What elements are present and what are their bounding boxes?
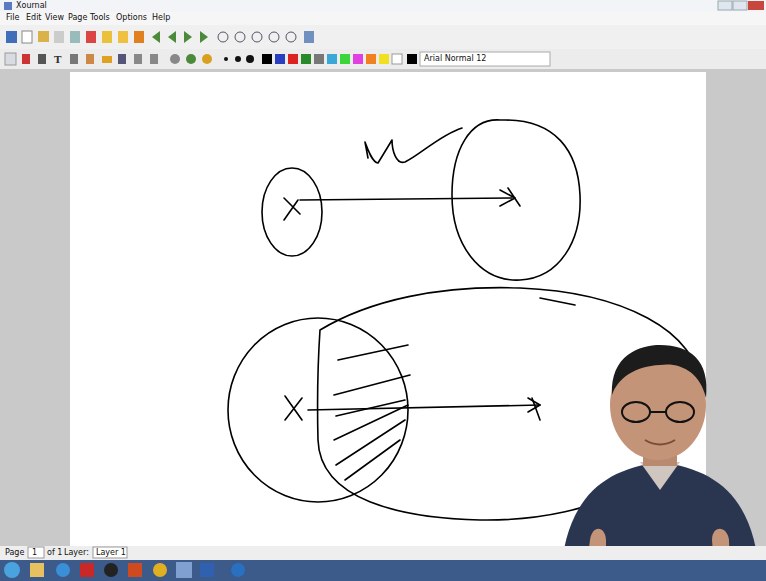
menu-item: View bbox=[45, 14, 64, 22]
menu-item: Edit bbox=[26, 14, 42, 22]
font-selector: Arial Normal 12 bbox=[424, 55, 486, 63]
menu-item: Options bbox=[116, 14, 147, 22]
status-text: Page bbox=[5, 549, 24, 557]
menu-item: File bbox=[6, 14, 19, 22]
layer-selector: Layer 1 bbox=[96, 549, 126, 557]
page-number: 1 bbox=[32, 549, 37, 557]
status-text: Layer: bbox=[64, 549, 89, 557]
menu-item: Page bbox=[68, 14, 87, 22]
svg-text:T: T bbox=[54, 54, 62, 65]
status-text: of 1 bbox=[47, 549, 62, 557]
menu-item: Help bbox=[152, 14, 170, 22]
window-title: Xournal bbox=[16, 2, 47, 10]
menu-item: Tools bbox=[90, 14, 110, 22]
